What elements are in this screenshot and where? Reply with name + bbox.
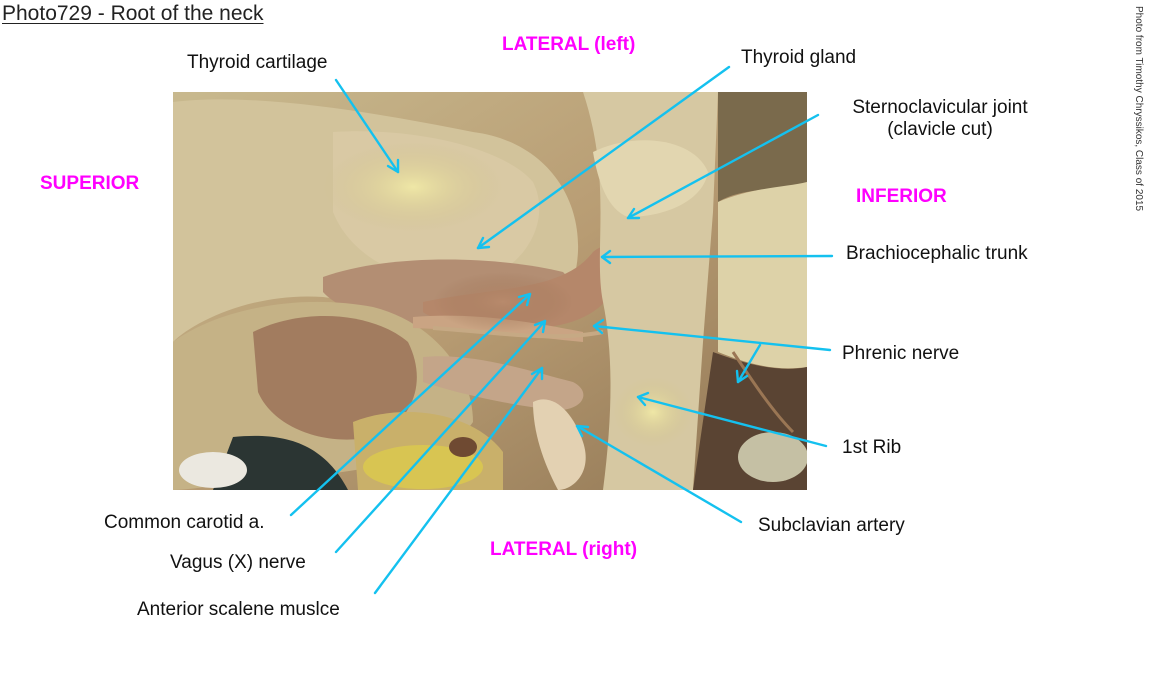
pale-blob-right (738, 432, 807, 482)
right-pale-tissue (718, 182, 807, 369)
pink-shading (433, 272, 573, 332)
white-glove (179, 452, 247, 488)
label-brachiocephalic-trunk: Brachiocephalic trunk (846, 243, 1028, 264)
orientation-inferior: INFERIOR (856, 186, 947, 207)
dissection-photo-illustration (173, 92, 807, 490)
label-sternoclavicular-joint-line1: Sternoclavicular joint (852, 97, 1028, 118)
label-subclavian-artery: Subclavian artery (758, 515, 905, 536)
dark-brown-spot (449, 437, 477, 457)
label-thyroid-gland: Thyroid gland (741, 47, 857, 68)
page-title: Photo729 - Root of the neck (2, 2, 264, 25)
orientation-lateral-left: LATERAL (left) (502, 34, 636, 55)
label-vagus-nerve: Vagus (X) nerve (170, 552, 306, 573)
orientation-superior: SUPERIOR (40, 173, 140, 194)
label-anterior-scalene: Anterior scalene muslce (137, 599, 340, 620)
yellow-fat-3 (613, 377, 693, 447)
label-thyroid-cartilage: Thyroid cartilage (187, 52, 328, 73)
dissection-photo (173, 92, 807, 490)
orientation-lateral-right: LATERAL (right) (490, 539, 638, 560)
photo-credit-text: Photo from Timothy Chryssikos, Class of … (1133, 6, 1144, 212)
label-sternoclavicular-joint: Sternoclavicular joint (clavicle cut) (824, 97, 1056, 141)
photo-credit: Photo from Timothy Chryssikos, Class of … (1130, 6, 1144, 226)
label-sternoclavicular-joint-line2: (clavicle cut) (887, 118, 993, 140)
label-first-rib: 1st Rib (842, 437, 902, 458)
yellow-fat-1 (323, 142, 503, 232)
label-phrenic-nerve: Phrenic nerve (842, 343, 960, 364)
label-common-carotid: Common carotid a. (104, 512, 265, 533)
